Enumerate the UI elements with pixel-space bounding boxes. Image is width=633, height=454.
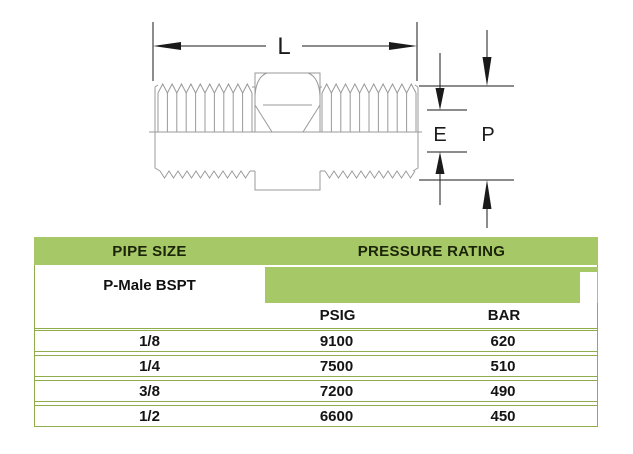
bar-cell: 490 xyxy=(490,382,516,400)
pressure-rating-header-cell: PRESSURE RATING xyxy=(265,237,598,265)
dimension-EP xyxy=(419,30,514,228)
dimension-P-label: P xyxy=(481,124,494,146)
row-separator xyxy=(34,328,598,329)
table-header-row: PIPE SIZE PRESSURE RATING xyxy=(34,237,598,265)
thread-type-cell: P-Male BSPT xyxy=(34,267,265,303)
units-row: PSIG BAR xyxy=(34,303,598,328)
thread-outline-bottom-left xyxy=(159,170,251,179)
arrow-left-icon xyxy=(153,42,181,50)
pipe-size-header-cell: PIPE SIZE xyxy=(34,237,265,265)
empty-cell xyxy=(34,303,265,328)
pipe-size-header-label: PIPE SIZE xyxy=(112,242,187,260)
hex-section xyxy=(254,72,321,191)
bar-cell: 450 xyxy=(490,407,516,425)
table-row: 3/8 7200 490 xyxy=(34,380,598,402)
arrow-up-icon xyxy=(482,180,492,209)
subheader-white-notch xyxy=(580,272,597,303)
psig-cell: 7500 xyxy=(319,357,354,375)
bar-cell: 510 xyxy=(490,357,516,375)
dimension-L xyxy=(152,22,418,81)
psig-unit-label: PSIG xyxy=(319,307,356,324)
bar-unit-label: BAR xyxy=(487,307,521,324)
pipe-size-cell: 1/8 xyxy=(139,332,160,350)
thread-outline-bottom-right xyxy=(324,170,416,179)
dimension-L-label: L xyxy=(277,33,290,60)
psig-cell: 7200 xyxy=(319,382,354,400)
thread-crest-right xyxy=(321,82,417,95)
thread-type-label: P-Male BSPT xyxy=(103,276,196,294)
thread-crest-left xyxy=(157,82,253,95)
table-row: 1/4 7500 510 xyxy=(34,355,598,377)
pipe-size-cell: 1/4 xyxy=(139,357,160,375)
psig-cell: 9100 xyxy=(319,332,354,350)
pipe-size-cell: 1/2 xyxy=(139,407,160,425)
thread-flanks-left xyxy=(157,93,253,132)
arrow-up-icon xyxy=(435,152,445,174)
arrow-right-icon xyxy=(389,42,417,50)
pipe-size-cell: 3/8 xyxy=(139,382,160,400)
arrow-down-icon xyxy=(482,57,492,86)
table-row: 1/8 9100 620 xyxy=(34,330,598,352)
thread-flanks-right xyxy=(321,93,417,132)
fitting-body xyxy=(149,72,422,191)
pressure-rating-table: PIPE SIZE PRESSURE RATING P-Male BSPT PS… xyxy=(34,237,598,428)
subheader-green-band xyxy=(265,267,598,303)
fitting-diagram: L E P xyxy=(149,22,514,228)
bar-cell: 620 xyxy=(490,332,516,350)
pressure-rating-header-label: PRESSURE RATING xyxy=(357,242,506,260)
table-row: 1/2 6600 450 xyxy=(34,405,598,427)
dimension-E-label: E xyxy=(433,124,446,146)
arrow-down-icon xyxy=(435,88,445,110)
psig-cell: 6600 xyxy=(319,407,354,425)
